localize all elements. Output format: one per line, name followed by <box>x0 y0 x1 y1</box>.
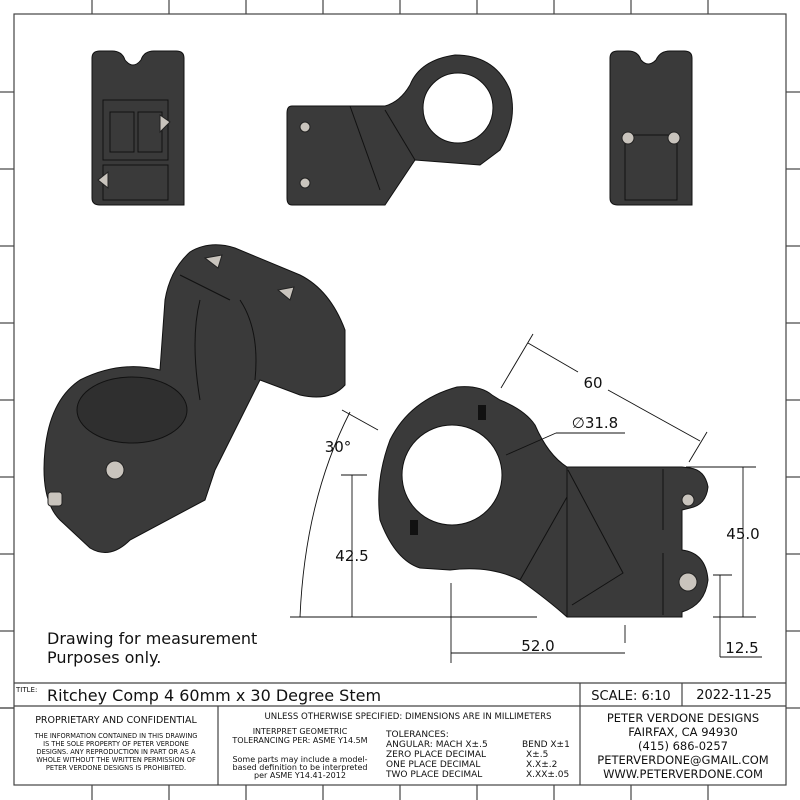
proprietary-line: IS THE SOLE PROPERTY OF PETER VERDONE <box>43 740 189 748</box>
drawing-title: Ritchey Comp 4 60mm x 30 Degree Stem <box>47 686 381 705</box>
company-name: PETER VERDONE DESIGNS <box>607 711 759 725</box>
mbd-line: based definition to be interpreted <box>233 763 368 772</box>
tolerances-heading: TOLERANCES: <box>385 730 449 740</box>
dimension-lines <box>290 333 762 663</box>
mbd-line: per ASME Y14.41-2012 <box>254 771 346 780</box>
scale: SCALE: 6:10 <box>591 689 670 704</box>
note-line-2: Purposes only. <box>47 648 161 667</box>
mbd-line: Some parts may include a model- <box>232 755 367 764</box>
proprietary-heading: PROPRIETARY AND CONFIDENTIAL <box>35 715 197 726</box>
gdt-line: TOLERANCING PER: ASME Y14.5M <box>231 736 367 745</box>
side-view-main <box>378 386 709 618</box>
side-view-small <box>286 54 513 206</box>
company-city: FAIRFAX, CA 94930 <box>628 725 738 739</box>
company-email: PETERVERDONE@GMAIL.COM <box>597 753 768 767</box>
dim-angle: 30° <box>325 438 352 456</box>
note-line-1: Drawing for measurement <box>47 629 257 648</box>
tolerance-value: X±.5 <box>526 750 548 760</box>
dim-clamp-height: 45.0 <box>726 525 759 543</box>
proprietary-line: DESIGNS. ANY REPRODUCTION IN PART OR AS … <box>37 748 196 756</box>
tolerance-label: TWO PLACE DECIMAL <box>385 770 482 780</box>
date: 2022-11-25 <box>696 688 772 703</box>
front-view <box>91 50 185 206</box>
dim-bolt-offset: 12.5 <box>725 639 758 657</box>
company-phone: (415) 686-0257 <box>638 739 728 753</box>
tolerance-value: BEND X±1 <box>522 740 570 750</box>
proprietary-line: WHOLE WITHOUT THE WRITTEN PERMISSION OF <box>36 756 196 764</box>
dim-reach: 60 <box>583 374 602 392</box>
tolerance-label: ZERO PLACE DECIMAL <box>386 750 486 760</box>
dimension-text: 60 ∅31.8 30° 42.5 45.0 52.0 12.5 <box>325 374 760 657</box>
units-note: UNLESS OTHERWISE SPECIFIED: DIMENSIONS A… <box>264 712 551 722</box>
tolerance-label: ANGULAR: MACH X±.5 <box>386 740 488 750</box>
dim-stack-height: 42.5 <box>335 547 368 565</box>
tolerance-value: X.XX±.05 <box>526 770 569 780</box>
tolerance-value: X.X±.2 <box>526 760 557 770</box>
company-website: WWW.PETERVERDONE.COM <box>603 767 763 781</box>
tolerance-label: ONE PLACE DECIMAL <box>386 760 480 770</box>
proprietary-line: THE INFORMATION CONTAINED IN THIS DRAWIN… <box>34 732 198 740</box>
back-view <box>609 50 693 206</box>
dim-clamp-diameter: ∅31.8 <box>572 414 618 432</box>
title-block: TITLE: Ritchey Comp 4 60mm x 30 Degree S… <box>0 682 786 785</box>
proprietary-line: PETER VERDONE DESIGNS IS PROHIBITED. <box>46 764 186 772</box>
dim-horizontal-offset: 52.0 <box>521 637 554 655</box>
gdt-line: INTERPRET GEOMETRIC <box>253 727 348 736</box>
isometric-view <box>43 244 346 553</box>
title-label: TITLE: <box>15 686 37 694</box>
